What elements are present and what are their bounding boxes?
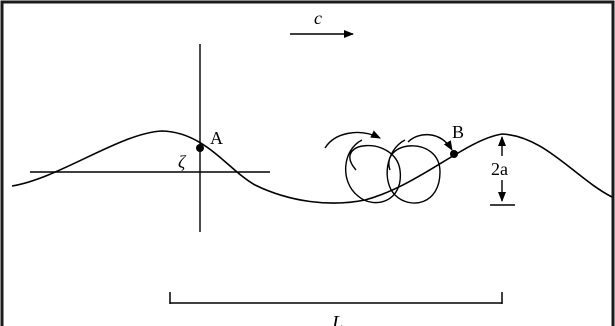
point-a-label: A (210, 128, 223, 148)
point-b-marker (450, 150, 458, 158)
velocity-label: c (314, 8, 322, 28)
point-a-marker (196, 144, 204, 152)
orbit-arc-right (407, 134, 453, 151)
wave-profile (11, 130, 613, 204)
elevation-label: ζ (178, 152, 187, 172)
particle-orbit-loop-1 (344, 139, 401, 204)
wavelength-label: L (331, 312, 343, 326)
amplitude-label: 2a (491, 159, 508, 179)
orbit-arc-left (324, 130, 381, 149)
point-b-label: B (452, 122, 464, 142)
particle-orbit-loop-2 (386, 139, 441, 204)
